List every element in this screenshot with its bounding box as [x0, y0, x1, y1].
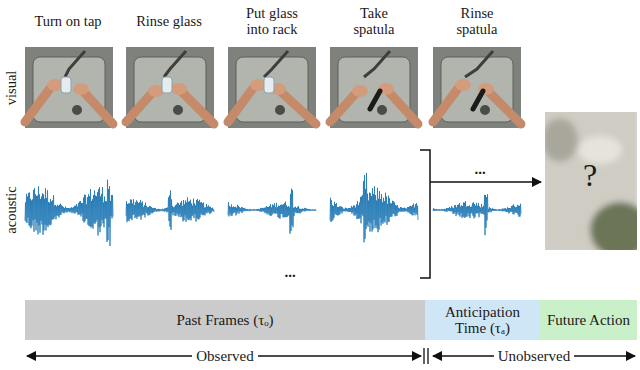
drain: [480, 105, 490, 115]
hand: [171, 83, 187, 95]
counter: [25, 47, 113, 128]
tap: [465, 51, 493, 77]
left-arm: [228, 87, 254, 122]
right-arm: [83, 91, 113, 124]
tap: [264, 51, 288, 77]
future-frame: [540, 105, 640, 258]
drain: [377, 105, 387, 115]
waveform: [228, 189, 316, 234]
blur-shape: [545, 118, 578, 162]
waveform: [330, 173, 418, 242]
video-frame: [25, 47, 113, 128]
waveform: [25, 180, 113, 246]
hand: [73, 83, 89, 95]
band-label: Past Frames (τₒ): [176, 312, 273, 329]
blur-shape: [590, 202, 637, 250]
bracket-line: [420, 150, 430, 278]
hand: [352, 85, 368, 97]
counter: [228, 47, 316, 128]
action-label: Turn on tap: [34, 14, 102, 30]
blurred-frame: [545, 112, 637, 250]
drain: [275, 105, 285, 115]
glass: [61, 77, 71, 93]
modality-label: visual: [4, 71, 20, 106]
counter: [330, 47, 418, 128]
video-frame: [126, 47, 214, 128]
left-arm: [433, 87, 459, 122]
video-frame: [228, 47, 316, 128]
right-arm: [488, 91, 521, 124]
ellipsis: ...: [284, 264, 295, 281]
tap: [65, 51, 85, 77]
modality-label: acoustic: [4, 186, 20, 234]
spatula: [370, 91, 380, 109]
timeline-band: Future Action: [540, 300, 637, 340]
timeline-label: Unobserved: [494, 348, 574, 365]
left-arm: [126, 93, 152, 122]
right-arm: [388, 91, 418, 124]
break-mark: [427, 348, 428, 364]
tap: [364, 51, 390, 77]
glass: [264, 77, 274, 93]
video-frame: [330, 47, 418, 128]
audio-waveforms: [25, 173, 521, 246]
left-arm: [25, 87, 51, 122]
waveform: [433, 194, 521, 235]
glass: [162, 77, 172, 93]
video-frame: [433, 47, 521, 128]
band-label: Future Action: [547, 312, 630, 329]
video-frames: [25, 47, 521, 128]
counter: [126, 47, 214, 128]
timeline-band: Past Frames (τₒ): [25, 300, 425, 340]
break-mark: [423, 348, 424, 364]
left-arm: [330, 93, 356, 122]
bracket: [420, 150, 430, 278]
tap: [164, 51, 186, 77]
action-label: Take spatula: [338, 6, 410, 38]
drain: [72, 105, 82, 115]
hand: [455, 79, 471, 91]
counter: [433, 47, 521, 128]
right-arm: [181, 91, 214, 124]
drain: [173, 105, 183, 115]
band-label: Anticipation Time (τₐ): [429, 304, 536, 337]
right-arm: [280, 91, 316, 124]
waveform: [126, 190, 214, 229]
spatula: [473, 91, 483, 109]
anticipation-arrow: [430, 181, 541, 182]
action-label: Rinse spatula: [441, 6, 513, 38]
action-label: Rinse glass: [135, 14, 203, 30]
timeline-band: Anticipation Time (τₐ): [425, 300, 540, 340]
question-mark: ?: [583, 158, 597, 193]
ellipsis: ...: [474, 161, 485, 178]
timeline-label: Observed: [192, 348, 257, 365]
action-label: Put glass into rack: [236, 6, 308, 38]
